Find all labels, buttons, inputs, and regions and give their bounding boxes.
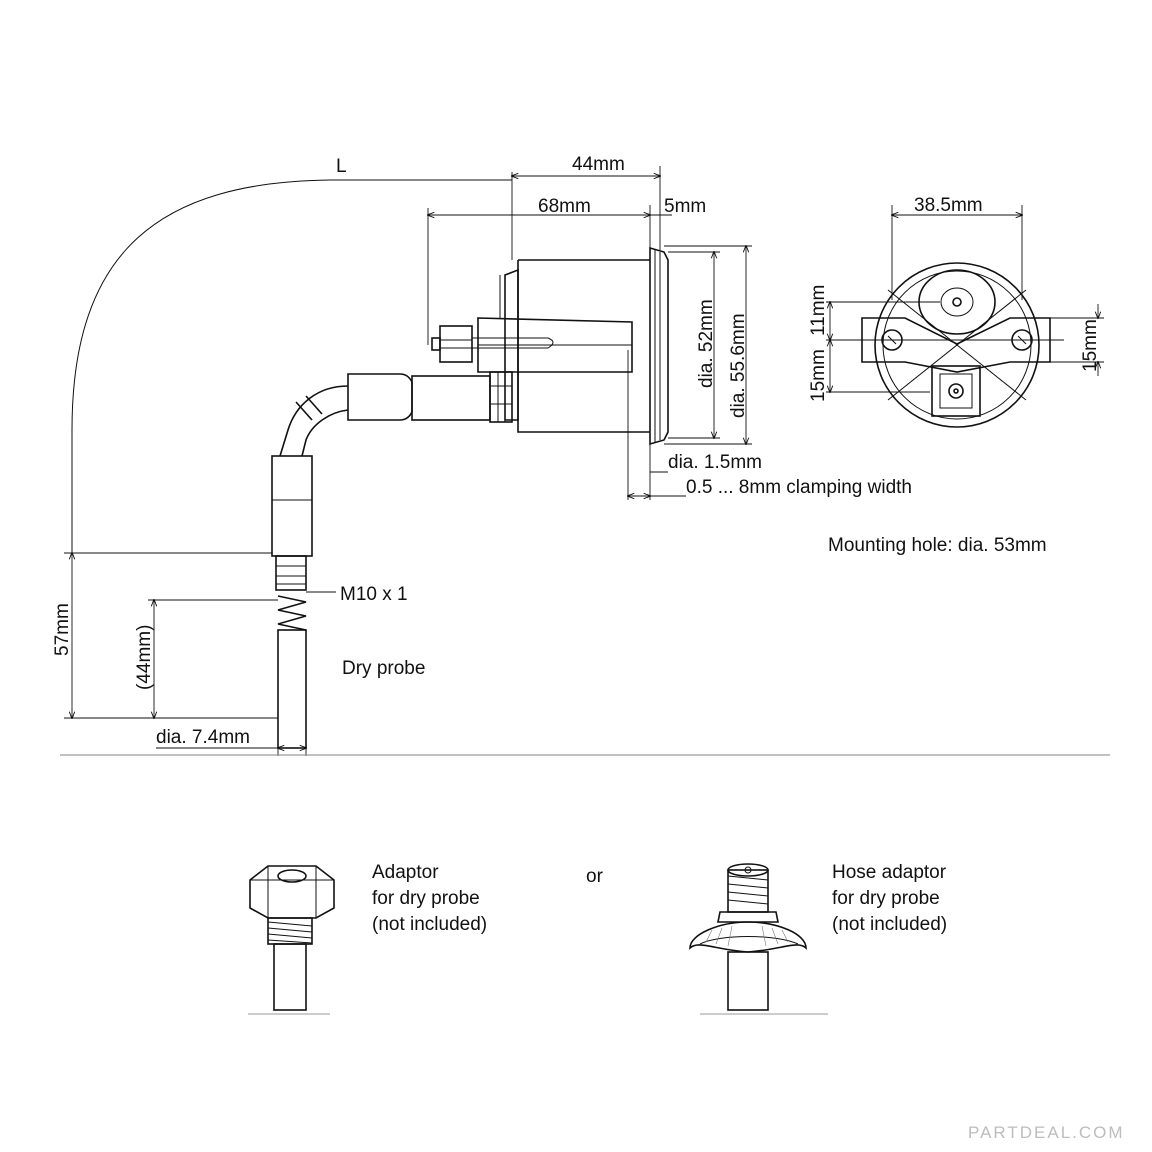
dimension-dia-52mm: dia. 52mm (668, 252, 720, 438)
dry-probe-drawing (271, 455, 313, 749)
adaptor-label-line1: Adaptor (372, 862, 439, 883)
svg-text:15mm: 15mm (808, 349, 829, 402)
svg-text:dia. 55.6mm: dia. 55.6mm (728, 313, 749, 418)
svg-text:dia. 7.4mm: dia. 7.4mm (156, 727, 250, 748)
dimension-44mm-paren: (44mm) (134, 600, 278, 718)
adaptor-label-line3: (not included) (372, 914, 487, 935)
svg-text:68mm: 68mm (538, 196, 591, 217)
svg-text:dia. 52mm: dia. 52mm (696, 299, 717, 388)
adaptor-drawing (248, 865, 335, 1015)
thread-callout: M10 x 1 (306, 584, 408, 605)
adaptor-label-line2: for dry probe (372, 888, 480, 909)
dimension-dia-55-6mm: dia. 55.6mm (664, 246, 752, 444)
dimension-68mm: 68mm (428, 196, 650, 345)
svg-text:(44mm): (44mm) (134, 625, 155, 690)
hose-adaptor-label-line3: (not included) (832, 914, 947, 935)
dimension-clamping-width: 0.5 ... 8mm clamping width (628, 477, 912, 498)
dimension-dia-1-5mm: dia. 1.5mm (627, 350, 762, 500)
cable-length-line (71, 179, 512, 553)
gauge-rear-view: 38.5mm 11mm 15mm 15mm (808, 195, 1104, 428)
svg-text:5mm: 5mm (664, 196, 706, 217)
or-label: or (586, 866, 604, 887)
gauge-side-view (279, 246, 669, 457)
svg-text:15mm: 15mm (1080, 319, 1101, 372)
dimension-5mm: 5mm (649, 196, 706, 250)
hose-adaptor-drawing (689, 863, 828, 1015)
hose-adaptor-label-line2: for dry probe (832, 888, 940, 909)
label-L: L (336, 156, 347, 177)
svg-text:57mm: 57mm (52, 603, 73, 656)
svg-text:M10 x 1: M10 x 1 (340, 584, 408, 605)
watermark: PARTDEAL.COM (968, 1123, 1125, 1142)
svg-text:38.5mm: 38.5mm (914, 195, 983, 216)
svg-text:11mm: 11mm (808, 285, 829, 336)
dry-probe-label: Dry probe (342, 658, 425, 679)
dimension-57mm: 57mm (52, 553, 278, 718)
dimension-44mm-top: 44mm (512, 154, 660, 260)
svg-text:44mm: 44mm (572, 154, 625, 175)
dimension-dia-7-4mm: dia. 7.4mm (156, 727, 306, 756)
svg-text:dia. 1.5mm: dia. 1.5mm (668, 452, 762, 473)
mounting-hole-note: Mounting hole: dia. 53mm (828, 535, 1047, 556)
hose-adaptor-label-line1: Hose adaptor (832, 862, 947, 883)
svg-text:0.5 ... 8mm clamping width: 0.5 ... 8mm clamping width (686, 477, 912, 498)
